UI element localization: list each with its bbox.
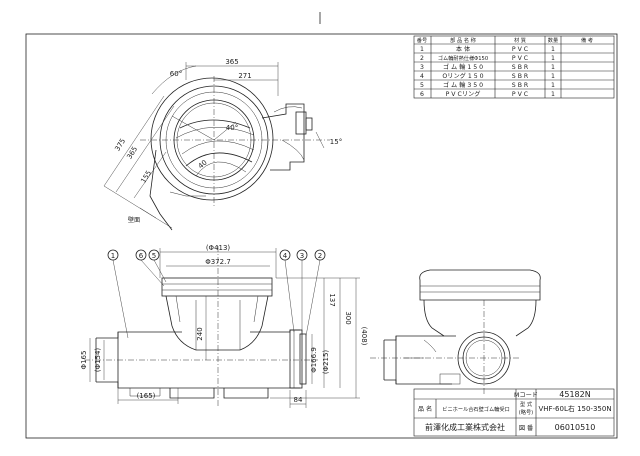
svg-text:Oリング 1 5 0: Oリング 1 5 0 [442,72,483,80]
side-top-rim [419,269,541,301]
plan-view: 365 271 60° 375 365 155 40° 40 15° 壁面 [103,58,342,231]
mcode-value: 45182N [559,390,590,399]
svg-text:ゴム輪耐熱仕様Φ150: ゴム輪耐熱仕様Φ150 [438,54,488,62]
svg-text:6: 6 [139,252,144,260]
svg-text:ゴ ム 輪 3 5 0: ゴ ム 輪 3 5 0 [443,81,483,89]
svg-text:本 体: 本 体 [456,45,471,53]
table-row: 5 ゴ ム 輪 3 5 0 S B R 1 [420,81,555,89]
dim-240: 240 [196,327,204,340]
svg-text:1: 1 [111,252,115,260]
table-row: 2 ゴム輪耐熱仕様Φ150 P V C 1 [420,54,555,62]
angle-15: 15° [330,138,342,146]
drawing-no-value: 06010510 [555,423,596,432]
dim-413: (Φ413) [206,244,231,252]
svg-text:ゴ ム 輪 1 5 0: ゴ ム 輪 1 5 0 [443,63,483,71]
model-sub-label: (略号) [519,408,533,416]
parts-table: 番号 部 品 名 称 材 質 数量 備 考 1 本 体 P V C 1 2 ゴム… [413,35,615,99]
dim-300: 300 [344,311,352,324]
dim-375: 375 [113,137,127,153]
dim-271: 271 [238,72,251,80]
dim-155: 155 [139,169,153,185]
dim-365-slant: 365 [125,145,139,161]
svg-text:4: 4 [283,252,288,260]
dim-84: 84 [294,396,303,404]
dim-165-left: Φ165 [80,351,88,370]
dim-365-top: 365 [225,58,238,66]
drawing-frame [25,33,618,439]
mcode-label: Mコード [514,392,538,399]
svg-text:6: 6 [420,91,424,98]
svg-text:S B R: S B R [512,82,529,89]
wall-label: 壁面 [128,216,140,224]
name-value: ビニホール合石壁ゴム輪受口 [442,405,509,413]
name-label: 品 名 [418,405,432,413]
front-outlet-socket [289,329,303,389]
svg-text:2: 2 [318,252,322,260]
angle-40: 40° [226,124,238,132]
front-main-pipe [96,331,182,339]
table-header-no: 番号 [417,37,427,44]
svg-text:1: 1 [551,82,555,89]
company-name: 前澤化成工業株式会社 [425,422,505,432]
plan-outer-rim [150,77,274,201]
svg-text:1: 1 [551,46,555,53]
dim-215: (Φ215) [322,350,330,375]
table-row: 4 Oリング 1 5 0 S B R 1 [420,72,555,80]
dim-165-bottom: (165) [137,392,156,400]
model-label: 型 式 [520,400,533,408]
svg-text:P V Cリング: P V Cリング [446,90,481,98]
svg-text:P V C: P V C [512,46,528,53]
model-value: VHF-60L右 150-350N [538,404,611,413]
dim-154: (Φ154) [94,348,102,373]
svg-text:5: 5 [420,82,424,89]
table-header-remarks: 備 考 [581,36,593,44]
table-header-qty: 数量 [548,36,558,44]
svg-text:P V C: P V C [512,55,528,62]
svg-text:S B R: S B R [512,64,529,71]
dim-40: 40 [197,159,209,171]
dim-166-9: Φ166.9 [310,347,318,373]
table-header-name: 部 品 名 称 [450,36,476,44]
front-bowl [165,295,269,351]
side-view [370,269,541,394]
plan-outlet-stub [261,103,305,171]
svg-text:1: 1 [551,73,555,80]
svg-text:S B R: S B R [512,73,529,80]
svg-text:P V C: P V C [512,91,528,98]
svg-text:1: 1 [551,55,555,62]
table-row: 3 ゴ ム 輪 1 5 0 S B R 1 [420,63,555,71]
svg-text:5: 5 [152,252,156,260]
angle-60: 60° [170,70,182,78]
svg-text:1: 1 [420,46,424,53]
front-view: (Φ413) Φ372.7 137 300 (408) 240 Φ165 (Φ1… [80,244,368,408]
table-row: 1 本 体 P V C 1 [420,45,555,53]
drawing-no-label: 図 番 [519,425,533,432]
svg-text:4: 4 [420,73,424,80]
dim-137: 137 [328,293,336,306]
svg-text:3: 3 [300,252,304,260]
dim-372-7: Φ372.7 [205,258,231,266]
svg-text:3: 3 [420,64,424,71]
svg-text:2: 2 [420,55,424,62]
svg-text:1: 1 [551,64,555,71]
side-inlet-pipe [384,335,456,341]
table-row: 6 P V Cリング P V C 1 [420,90,555,98]
dim-408: (408) [360,327,368,346]
front-top-rim [161,277,273,297]
title-block: Mコード 45182N 品 名 ビニホール合石壁ゴム輪受口 型 式 (略号) V… [413,388,615,437]
table-header-material: 材 質 [514,36,526,44]
svg-text:1: 1 [551,91,555,98]
